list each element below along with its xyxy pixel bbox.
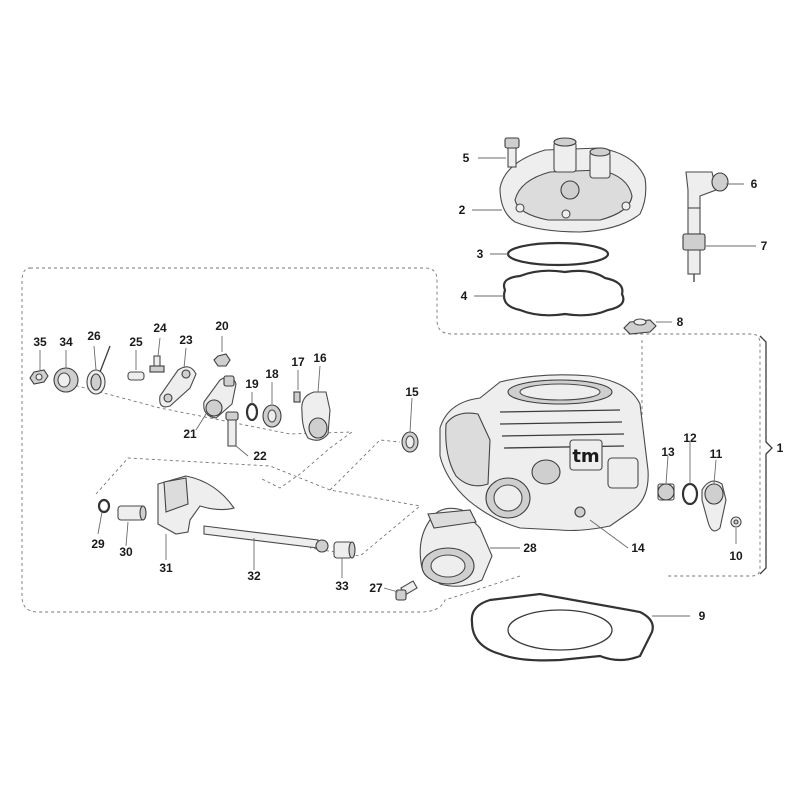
bushing-33 bbox=[333, 541, 356, 559]
bearing-18 bbox=[262, 404, 282, 428]
seal-15 bbox=[401, 431, 419, 453]
label-8: 8 bbox=[677, 315, 684, 329]
label-10: 10 bbox=[729, 549, 743, 563]
label-23: 23 bbox=[179, 333, 193, 347]
label-13: 13 bbox=[661, 445, 675, 459]
label-20: 20 bbox=[215, 319, 229, 333]
label-5: 5 bbox=[463, 151, 470, 165]
cylinder-head bbox=[499, 137, 647, 233]
label-17: 17 bbox=[291, 355, 305, 369]
circlip-19 bbox=[245, 402, 259, 422]
label-29: 29 bbox=[91, 537, 105, 551]
actuator-21 bbox=[203, 375, 237, 419]
base-gasket-bore bbox=[507, 609, 613, 651]
nut bbox=[623, 318, 657, 335]
label-24: 24 bbox=[153, 321, 167, 335]
o-ring-12 bbox=[681, 482, 699, 506]
label-11: 11 bbox=[710, 447, 723, 461]
ring-29 bbox=[97, 498, 111, 514]
cylinder: tm bbox=[439, 374, 649, 532]
label-30: 30 bbox=[119, 545, 133, 559]
o-ring bbox=[506, 241, 610, 267]
label-31: 31 bbox=[159, 561, 173, 575]
label-33: 33 bbox=[335, 579, 349, 593]
label-34: 34 bbox=[59, 335, 73, 349]
label-16: 16 bbox=[313, 351, 327, 365]
pulley-34 bbox=[53, 367, 79, 393]
nut-20 bbox=[213, 353, 231, 367]
assembly-boundary bbox=[30, 267, 761, 577]
label-28: 28 bbox=[523, 541, 537, 555]
label-9: 9 bbox=[699, 609, 706, 623]
intake-manifold bbox=[419, 507, 493, 587]
head-gasket bbox=[502, 269, 625, 317]
spring-26 bbox=[86, 345, 111, 395]
manifold-bolt bbox=[395, 580, 418, 601]
label-21: 21 bbox=[183, 427, 197, 441]
label-7: 7 bbox=[761, 239, 768, 253]
label-22: 22 bbox=[253, 449, 267, 463]
label-3: 3 bbox=[477, 247, 484, 261]
shaft-32 bbox=[203, 525, 329, 553]
leader-lines bbox=[39, 157, 756, 617]
label-15: 15 bbox=[405, 385, 419, 399]
washer-10 bbox=[730, 516, 742, 528]
screw-24 bbox=[149, 355, 165, 373]
valve-31 bbox=[157, 475, 235, 535]
label-18: 18 bbox=[265, 367, 279, 381]
housing-16 bbox=[301, 391, 331, 441]
lower-guide-dashed bbox=[95, 457, 422, 557]
bolt-22 bbox=[225, 411, 239, 447]
spark-plug bbox=[682, 207, 706, 282]
group-bracket bbox=[759, 335, 773, 575]
label-32: 32 bbox=[247, 569, 261, 583]
nut-35 bbox=[29, 369, 49, 385]
label-25: 25 bbox=[129, 335, 143, 349]
pin-25 bbox=[127, 371, 145, 381]
lever-23 bbox=[159, 366, 197, 408]
label-26: 26 bbox=[87, 329, 101, 343]
label-2: 2 bbox=[459, 203, 466, 217]
label-4: 4 bbox=[461, 289, 468, 303]
label-14: 14 bbox=[631, 541, 645, 555]
cover-11 bbox=[701, 480, 727, 532]
callout-labels: 5 2 3 4 6 7 8 1 9 35 34 26 25 24 23 20 2… bbox=[33, 151, 783, 623]
base-gasket bbox=[470, 592, 654, 662]
label-27: 27 bbox=[369, 581, 383, 595]
bushing-30 bbox=[117, 505, 147, 521]
brand-logo: tm bbox=[572, 446, 599, 467]
label-12: 12 bbox=[683, 431, 697, 445]
label-35: 35 bbox=[33, 335, 47, 349]
screw-17 bbox=[293, 391, 301, 403]
label-19: 19 bbox=[245, 377, 259, 391]
spark-plug-cap bbox=[685, 171, 729, 209]
label-1: 1 bbox=[777, 441, 784, 455]
label-6: 6 bbox=[751, 177, 758, 191]
valve-guide-dashed bbox=[69, 383, 354, 489]
bushing-13 bbox=[657, 483, 675, 501]
head-bolt bbox=[504, 137, 520, 168]
